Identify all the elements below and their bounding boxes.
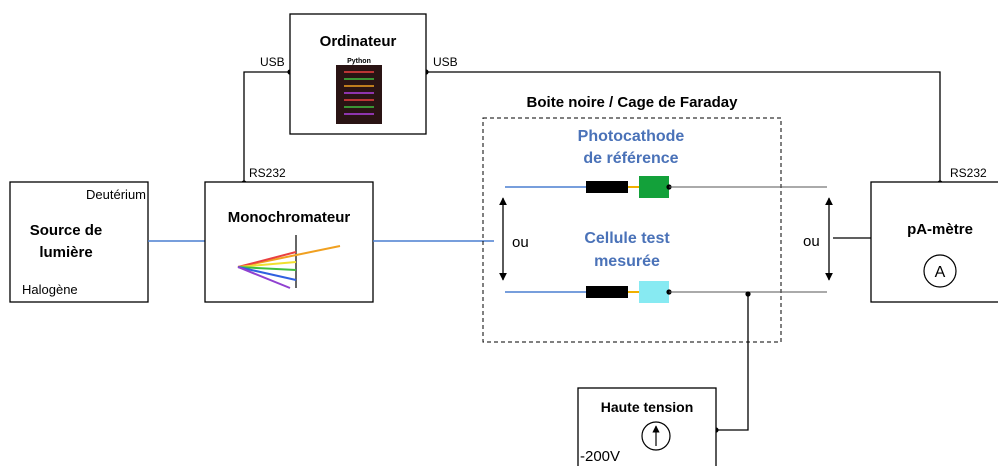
- source-title-line1: Source de: [30, 222, 103, 239]
- boite-noire-box: [482, 117, 782, 343]
- test-connector: [586, 286, 628, 298]
- rs232-label-left: RS232: [249, 166, 286, 180]
- rs232-label-right: RS232: [950, 166, 987, 180]
- selector-right: ou: [803, 197, 871, 281]
- halogene-label: Halogène: [22, 282, 78, 297]
- ref-label-line1: Photocathode: [578, 128, 685, 145]
- test-label-line1: Cellule test: [584, 230, 670, 247]
- ordinateur-box: Ordinateur Python: [289, 13, 427, 135]
- ammeter-symbol: A: [935, 264, 946, 281]
- test-cell: [639, 281, 669, 303]
- pametre-box: pA-mètre A: [870, 181, 998, 303]
- pametre-title: pA-mètre: [907, 221, 973, 238]
- reference-path: [505, 176, 827, 198]
- source-box: Deutérium Source de lumière Halogène: [9, 181, 149, 303]
- deuterium-label: Deutérium: [86, 187, 146, 202]
- boite-title: Boite noire / Cage de Faraday: [527, 94, 739, 111]
- python-screen-icon: Python: [336, 56, 382, 124]
- ref-label-line2: de référence: [583, 150, 678, 167]
- haute-tension-box: Haute tension -200V: [577, 387, 717, 466]
- voltage-value: -200V: [580, 448, 620, 465]
- ou-left-label: ou: [512, 234, 529, 251]
- dispersion-icon: [237, 235, 341, 289]
- python-label: Python: [347, 58, 371, 65]
- source-title-line2: lumière: [39, 244, 92, 261]
- test-cell-path: [505, 281, 827, 303]
- ammeter-icon: [923, 254, 957, 288]
- usb-label-right: USB: [433, 55, 458, 69]
- test-label-line2: mesurée: [594, 253, 660, 270]
- monochromateur-title: Monochromateur: [228, 209, 351, 226]
- haute-tension-title: Haute tension: [601, 399, 694, 415]
- monochromateur-box: Monochromateur: [204, 181, 374, 303]
- reference-photocathode: [639, 176, 669, 198]
- high-voltage-link: [716, 294, 749, 431]
- ref-connector: [586, 181, 628, 193]
- ou-right-label: ou: [803, 233, 820, 250]
- ordinateur-title: Ordinateur: [320, 33, 397, 50]
- usb-label-left: USB: [260, 55, 285, 69]
- selector-left: ou: [499, 197, 529, 281]
